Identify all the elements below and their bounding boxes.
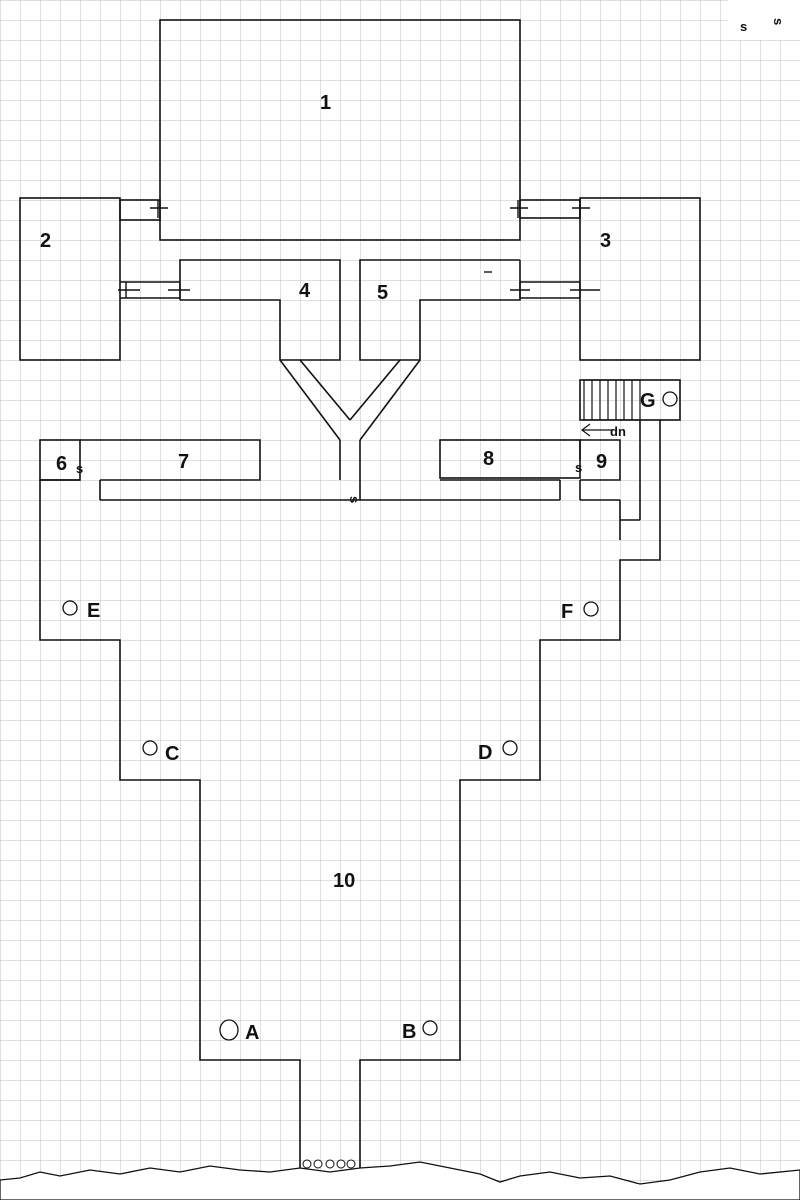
room-3-label: 3 bbox=[600, 230, 611, 252]
room-1-walls bbox=[159, 19, 521, 241]
room-5-label: 5 bbox=[377, 282, 388, 304]
room-9-label: 9 bbox=[596, 451, 607, 473]
pillar-c-label: C bbox=[165, 743, 179, 765]
room-10-label: 10 bbox=[333, 870, 355, 892]
room-2-walls bbox=[19, 197, 121, 361]
pillar-d-label: D bbox=[478, 742, 492, 764]
entrance-rubble bbox=[302, 1159, 356, 1169]
secret-door-mark: s bbox=[76, 461, 83, 476]
legend-box bbox=[728, 0, 800, 40]
room-4-walls bbox=[179, 259, 341, 361]
room-2-label: 2 bbox=[40, 230, 51, 252]
pillar-f-label: F bbox=[561, 601, 573, 623]
circle-icon bbox=[662, 391, 678, 407]
pillar-e-label: E bbox=[87, 600, 100, 622]
stairs-label: dn bbox=[610, 424, 626, 439]
room-7-label: 7 bbox=[178, 451, 189, 473]
walls bbox=[19, 19, 701, 1172]
room-7-walls bbox=[80, 439, 261, 481]
pillar-a-label: A bbox=[245, 1022, 259, 1044]
room-6-label: 6 bbox=[56, 453, 67, 475]
pillar-g-label: G bbox=[640, 390, 656, 412]
pillars bbox=[62, 391, 678, 1041]
legend-mark-rotated: s bbox=[771, 18, 786, 25]
circle-icon bbox=[422, 1020, 438, 1036]
door-marks bbox=[118, 200, 600, 298]
stairs-icon bbox=[583, 379, 641, 421]
torn-bottom-edge bbox=[0, 1161, 800, 1200]
circle-icon bbox=[62, 600, 78, 616]
circle-icon bbox=[142, 740, 158, 756]
room-4-label: 4 bbox=[299, 280, 311, 302]
room-5-walls bbox=[359, 259, 521, 361]
arrow-left-icon bbox=[581, 423, 612, 437]
secret-door-mark: s bbox=[575, 460, 582, 475]
circle-icon bbox=[583, 601, 599, 617]
secret-door-mark-rotated: s bbox=[347, 496, 362, 503]
legend-mark: s bbox=[740, 19, 747, 34]
room-8-label: 8 bbox=[483, 448, 494, 470]
room-10-walls bbox=[39, 479, 301, 1172]
corridor-2-to-1 bbox=[119, 199, 161, 221]
circle-icon bbox=[219, 1019, 239, 1041]
room-9-walls bbox=[580, 439, 621, 481]
pillar-b-label: B bbox=[402, 1021, 416, 1043]
circle-icon bbox=[502, 740, 518, 756]
room-3-walls bbox=[579, 197, 701, 361]
room-1-label: 1 bbox=[320, 92, 331, 114]
